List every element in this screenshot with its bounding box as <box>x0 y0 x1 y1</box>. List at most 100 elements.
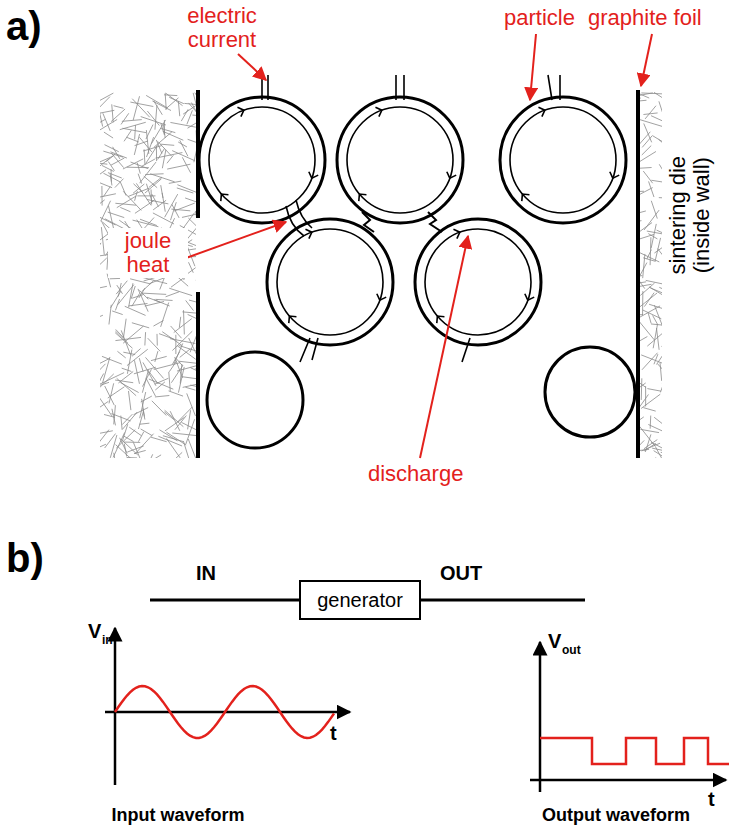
box-text: generator <box>317 589 403 612</box>
texture-stroke <box>166 438 180 457</box>
texture-stroke <box>100 216 115 225</box>
texture-stroke <box>640 320 654 340</box>
current-arrow <box>359 194 367 201</box>
texture-stroke <box>102 165 114 171</box>
texture-stroke <box>165 194 178 217</box>
texture-stroke <box>640 284 652 289</box>
caption-label: Input waveform <box>111 806 244 826</box>
texture-stroke <box>146 455 161 458</box>
texture-stroke <box>188 439 196 458</box>
texture-stroke <box>172 352 179 365</box>
texture-stroke <box>651 180 662 182</box>
texture-stroke <box>169 97 184 103</box>
texture-stroke <box>145 179 162 193</box>
texture-stroke <box>641 378 643 400</box>
texture-stroke <box>643 310 661 319</box>
texture-stroke <box>112 409 116 426</box>
texture-stroke <box>141 396 152 402</box>
output-waveform <box>540 738 729 764</box>
current-arrow <box>289 316 297 323</box>
texture-stroke <box>124 130 131 141</box>
texture-stroke <box>100 286 107 288</box>
texture-stroke <box>146 125 153 140</box>
texture-stroke <box>155 153 182 159</box>
texture-stroke <box>121 330 131 355</box>
texture-stroke <box>644 123 652 142</box>
texture-stroke <box>156 140 162 154</box>
texture-stroke <box>171 277 185 287</box>
texture-stroke <box>156 299 173 300</box>
callout-label: discharge <box>368 462 463 486</box>
texture-stroke <box>640 168 652 170</box>
texture-stroke <box>100 364 105 374</box>
texture-stroke <box>132 349 141 357</box>
texture-stroke <box>130 102 153 106</box>
texture-stroke <box>162 150 166 168</box>
leader-line <box>186 34 652 458</box>
texture-stroke <box>152 401 167 416</box>
texture-stroke <box>640 211 646 216</box>
texture-stroke <box>179 361 196 363</box>
texture-stroke <box>140 219 157 225</box>
current-arrow <box>377 294 386 300</box>
texture-stroke <box>182 214 196 218</box>
texture-stroke <box>100 431 113 436</box>
texture-stroke <box>133 96 139 120</box>
texture-stroke <box>169 391 183 396</box>
axis-subscript: in <box>102 634 113 647</box>
texture-stroke <box>144 332 146 345</box>
texture-stroke <box>640 276 642 280</box>
texture-stroke <box>155 378 169 384</box>
texture-stroke <box>642 291 643 315</box>
texture-stroke <box>167 155 173 163</box>
texture-stroke <box>144 149 146 165</box>
texture-stroke <box>179 317 180 328</box>
texture-stroke <box>185 387 195 390</box>
axis-label: V <box>88 620 101 642</box>
texture-stroke <box>111 291 121 308</box>
texture-stroke <box>640 263 647 287</box>
texture-stroke <box>155 382 165 390</box>
texture-stroke <box>132 323 149 328</box>
texture-stroke <box>164 412 174 420</box>
texture-stroke <box>100 200 105 213</box>
texture-stroke <box>120 122 146 129</box>
texture-stroke <box>640 188 653 197</box>
texture-stroke <box>138 289 148 312</box>
current-arrow <box>610 172 619 178</box>
texture-stroke <box>640 383 646 396</box>
texture-stroke <box>122 120 142 122</box>
input-waveform <box>115 686 334 738</box>
texture-stroke <box>160 144 174 145</box>
texture-stroke <box>650 416 652 429</box>
texture-stroke <box>102 357 109 383</box>
texture-stroke <box>186 300 194 310</box>
texture-stroke <box>188 139 196 144</box>
texture-stroke <box>655 458 662 459</box>
texture-stroke <box>116 445 135 458</box>
texture-stroke <box>123 191 141 210</box>
texture-stroke <box>139 358 143 372</box>
texture-stroke <box>100 158 110 175</box>
texture-stroke <box>105 434 116 448</box>
texture-stroke <box>165 98 178 109</box>
texture-stroke <box>103 113 110 131</box>
texture-stroke <box>661 346 662 359</box>
texture-stroke <box>120 207 130 211</box>
texture-stroke <box>115 380 133 383</box>
texture-stroke <box>154 363 180 370</box>
texture-stroke <box>123 326 143 343</box>
texture-stroke <box>177 185 196 194</box>
current-arrow <box>237 107 243 116</box>
texture-stroke <box>151 189 153 204</box>
texture-stroke <box>154 101 163 115</box>
texture-stroke <box>648 424 662 432</box>
texture-stroke <box>150 174 174 182</box>
texture-stroke <box>105 386 115 405</box>
texture-stroke <box>131 162 149 169</box>
texture-stroke <box>131 286 135 299</box>
texture-stroke <box>640 151 656 162</box>
texture-stroke <box>123 159 143 169</box>
texture-stroke <box>139 423 149 424</box>
